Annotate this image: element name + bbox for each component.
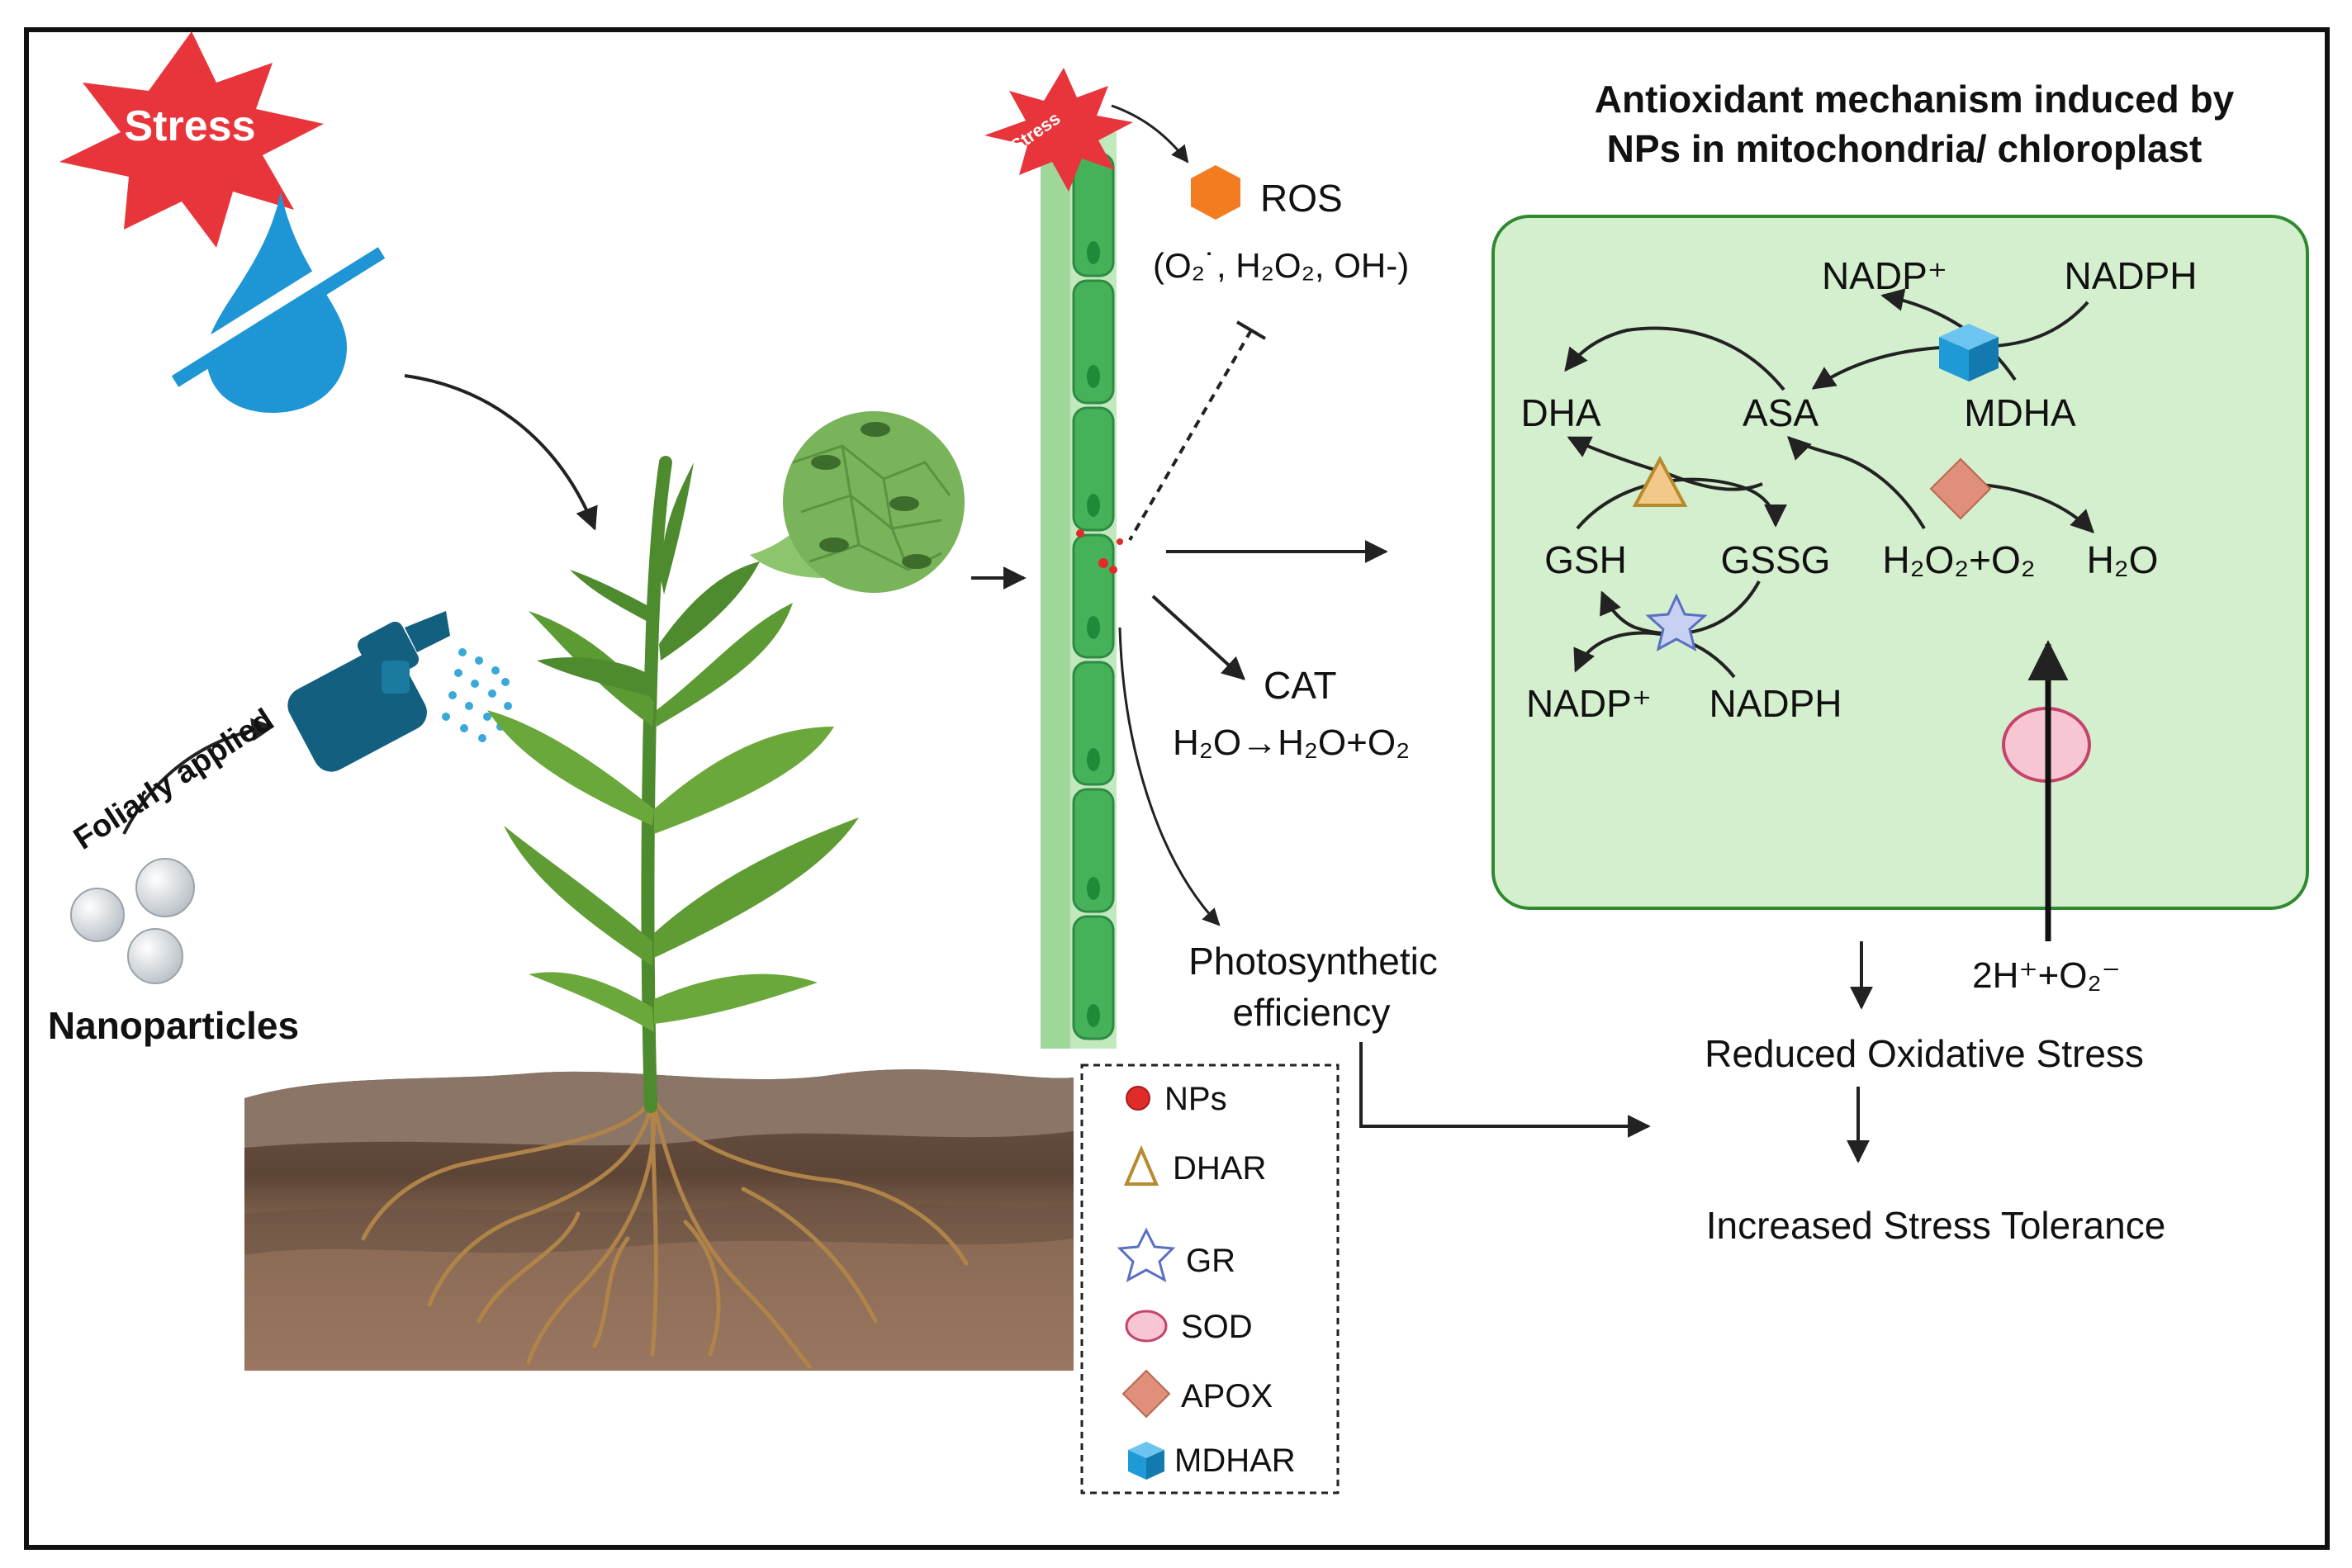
apox-diamond-icon bbox=[1929, 457, 1992, 520]
stress-to-plant-arrow bbox=[404, 374, 598, 531]
increased-tolerance-label: Increased Stress Tolerance bbox=[1706, 1204, 2166, 1247]
mdha-label: MDHA bbox=[1964, 391, 2076, 434]
mdhar-cube-icon bbox=[1939, 324, 1999, 381]
photosynthetic-line2: efficiency bbox=[1233, 991, 1391, 1034]
soil bbox=[244, 1069, 1074, 1371]
small-stress-badge: Stress bbox=[984, 68, 1133, 192]
legend-label: DHAR bbox=[1173, 1150, 1266, 1187]
ros-species: (O₂˙, H₂O₂, OH-) bbox=[1153, 246, 1409, 285]
legend-item-dhar: DHAR bbox=[1123, 1144, 1266, 1187]
h2o-label: H₂O bbox=[2087, 538, 2159, 581]
star-icon bbox=[1117, 1227, 1176, 1283]
photosynthetic-line1: Photosynthetic bbox=[1188, 940, 1438, 983]
superoxide-label: 2H⁺+O₂⁻ bbox=[1972, 955, 2121, 996]
nadph-bottom-label: NADPH bbox=[1709, 682, 1842, 725]
nadp-bottom-label: NADP⁺ bbox=[1526, 682, 1652, 725]
antioxidant-title-line1: Antioxidant mechanism induced by bbox=[1595, 78, 2235, 121]
plant-roots bbox=[361, 1096, 969, 1369]
h2o2-o2-label: H₂O₂+O₂ bbox=[1882, 538, 2035, 581]
np-dots bbox=[1076, 529, 1123, 574]
legend-label: APOX bbox=[1181, 1378, 1273, 1414]
cat-label: CAT bbox=[1264, 664, 1337, 707]
antioxidant-title-line2: NPs in mitochondria/ chloroplast bbox=[1607, 127, 2203, 170]
gssg-label: GSSG bbox=[1721, 538, 1831, 581]
maize-plant bbox=[487, 456, 859, 1113]
nanoparticles-label: Nanoparticles bbox=[48, 1004, 299, 1047]
stress-badge: Stress bbox=[59, 31, 324, 248]
stress-label: Stress bbox=[125, 102, 256, 150]
legend-item-nps: NPs bbox=[1126, 1081, 1227, 1117]
legend-box bbox=[1080, 1063, 1340, 1495]
stress-to-ros-arrow bbox=[1111, 104, 1189, 163]
mechanism-box bbox=[1491, 215, 2309, 910]
cell-nuclei bbox=[1087, 241, 1100, 1027]
reduced-stress-label: Reduced Oxidative Stress bbox=[1705, 1032, 2144, 1075]
cycle-labels: NADP⁺ NADPH DHA ASA MDHA GSH GSSG H₂O₂+O… bbox=[1520, 254, 2197, 725]
gr-star-icon bbox=[1645, 593, 1708, 651]
legend-label: MDHAR bbox=[1174, 1442, 1296, 1479]
legend-label: GR bbox=[1186, 1243, 1235, 1279]
gsh-label: GSH bbox=[1544, 538, 1627, 581]
ellipse-icon bbox=[1125, 1310, 1168, 1343]
cat-reaction: H₂O→H₂O+O₂ bbox=[1173, 722, 1410, 763]
cube-icon bbox=[1128, 1442, 1164, 1480]
asa-label: ASA bbox=[1743, 391, 1819, 434]
diamond-icon bbox=[1121, 1369, 1171, 1419]
cells bbox=[1072, 152, 1115, 1040]
ros-hexagon-icon bbox=[1191, 165, 1240, 220]
leaf-zoom-bubble bbox=[750, 411, 965, 593]
legend-item-apox: APOX bbox=[1121, 1369, 1273, 1419]
triangle-icon bbox=[1123, 1144, 1159, 1186]
spray-bottle-icon bbox=[287, 611, 450, 772]
inhibition-bar bbox=[1235, 320, 1267, 340]
red-dot-icon bbox=[1126, 1086, 1150, 1111]
dha-label: DHA bbox=[1520, 391, 1600, 434]
inhibition-line bbox=[1128, 329, 1253, 542]
legend-label: SOD bbox=[1181, 1309, 1253, 1345]
nadp-top-label: NADP⁺ bbox=[1822, 254, 1947, 297]
water-deficit-icon bbox=[167, 192, 391, 413]
legend-label: NPs bbox=[1164, 1081, 1227, 1117]
ros-label: ROS bbox=[1260, 177, 1343, 220]
cell-to-cat-arrow bbox=[1151, 595, 1246, 680]
legend-item-mdhar: MDHAR bbox=[1128, 1442, 1296, 1480]
nanoparticles-icon bbox=[70, 858, 195, 984]
cell-to-photosynthesis-arrow bbox=[1118, 627, 1221, 926]
photosynthesis-to-outcome-arrow bbox=[1359, 1042, 1651, 1138]
legend: NPs DHAR GR SOD APOX MDHAR bbox=[1117, 1081, 1296, 1480]
legend-item-sod: SOD bbox=[1125, 1309, 1253, 1345]
dhar-triangle-icon bbox=[1632, 455, 1688, 507]
legend-item-gr: GR bbox=[1117, 1227, 1235, 1283]
nadph-top-label: NADPH bbox=[2064, 254, 2197, 297]
foliar-arrow bbox=[122, 718, 275, 835]
